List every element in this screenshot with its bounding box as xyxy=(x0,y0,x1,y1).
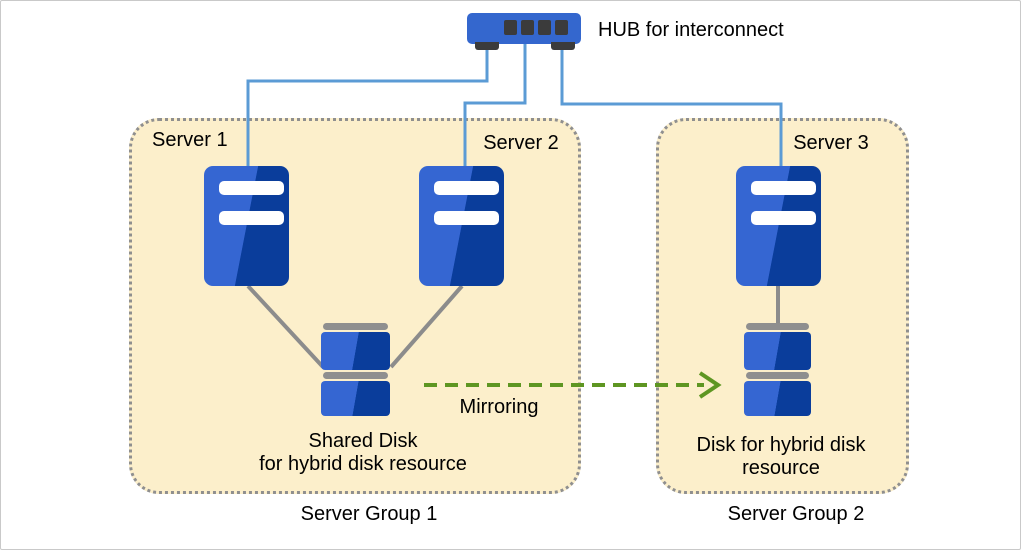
shared-disk-label-line1: Shared Disk xyxy=(308,430,418,452)
disk-body xyxy=(321,332,390,370)
server2-label: Server 2 xyxy=(483,132,559,154)
server3-icon xyxy=(736,166,821,286)
hub-port-icon xyxy=(538,20,551,35)
hub-port-icon xyxy=(555,20,568,35)
server2-icon xyxy=(419,166,504,286)
hybrid-disk-icon xyxy=(744,323,811,416)
disk-cap xyxy=(746,372,809,379)
shared-disk-label-line2: for hybrid disk resource xyxy=(259,453,467,475)
disk-body xyxy=(321,381,390,416)
hub-label: HUB for interconnect xyxy=(598,19,784,41)
server-slot-bar xyxy=(751,181,816,195)
hub-foot xyxy=(475,42,499,50)
hub-foot xyxy=(551,42,575,50)
hub-port-icon xyxy=(504,20,517,35)
hybrid-disk-label-line1: Disk for hybrid disk xyxy=(696,434,866,456)
disk-cap xyxy=(323,323,388,330)
mirroring-label: Mirroring xyxy=(459,396,539,418)
hub-port-icon xyxy=(521,20,534,35)
disk-cap xyxy=(746,323,809,330)
server-slot-bar xyxy=(434,181,499,195)
hybrid-disk-label: Disk for hybrid disk resource xyxy=(697,434,866,480)
server3-label: Server 3 xyxy=(793,132,869,154)
server-slot-bar xyxy=(219,181,284,195)
server-slot-bar xyxy=(434,211,499,225)
server-slot-bar xyxy=(219,211,284,225)
server-group-1-title: Server Group 1 xyxy=(300,503,438,525)
disk-body xyxy=(744,381,811,416)
shared-disk-label: Shared Disk for hybrid disk resource xyxy=(259,430,467,476)
server-group-2-title: Server Group 2 xyxy=(727,503,865,525)
hybrid-disk-label-line2: resource xyxy=(742,457,820,479)
disk-cap xyxy=(323,372,388,379)
shared-disk-icon xyxy=(321,323,390,416)
hub-icon xyxy=(467,13,581,50)
disk-body xyxy=(744,332,811,370)
server-slot-bar xyxy=(751,211,816,225)
server1-icon xyxy=(204,166,289,286)
server1-label: Server 1 xyxy=(152,129,228,151)
